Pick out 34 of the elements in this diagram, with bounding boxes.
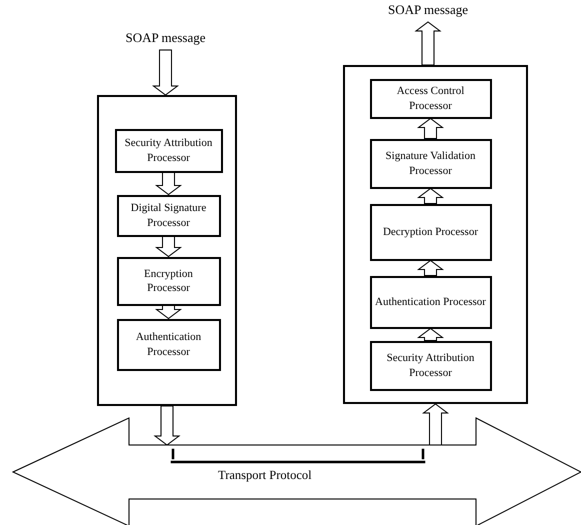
processor-label: Access Control Processor xyxy=(396,84,466,113)
block-arrow xyxy=(417,118,444,139)
processor-box xyxy=(114,128,222,172)
processor-label: Digital Signature Processor xyxy=(130,201,208,230)
processor-label: Decryption Processor xyxy=(382,224,478,240)
processor-box xyxy=(116,256,220,306)
block-arrow xyxy=(155,172,182,196)
processor-box xyxy=(370,78,492,118)
block-arrow xyxy=(417,260,444,276)
processor-box xyxy=(116,318,220,370)
processor-box xyxy=(370,138,492,188)
band-label: Transport Protocol xyxy=(218,468,312,483)
processor-box xyxy=(370,204,492,260)
block-arrow xyxy=(422,403,449,446)
block-arrow xyxy=(155,305,182,320)
container-box xyxy=(97,95,237,406)
block-arrow xyxy=(417,328,444,341)
block-arrow xyxy=(154,406,180,446)
processor-label: Security Attribution Processor xyxy=(386,351,476,380)
processor-label: Authentication Processor xyxy=(134,330,202,359)
processor-box xyxy=(370,276,492,328)
processor-box xyxy=(370,340,492,390)
processor-label: Security Attribution Processor xyxy=(124,136,214,165)
processor-label: Encryption Processor xyxy=(143,266,194,296)
block-arrow xyxy=(152,50,179,96)
processor-box xyxy=(116,194,220,236)
block-arrow xyxy=(155,236,182,258)
processor-label: Signature Validation Processor xyxy=(384,149,476,178)
processor-label: Authentication Processor xyxy=(375,294,486,310)
block-arrow xyxy=(417,188,444,204)
message-label: SOAP message xyxy=(388,2,468,17)
container-box xyxy=(343,65,528,404)
message-label: SOAP message xyxy=(125,30,206,45)
block-arrow xyxy=(414,21,442,66)
